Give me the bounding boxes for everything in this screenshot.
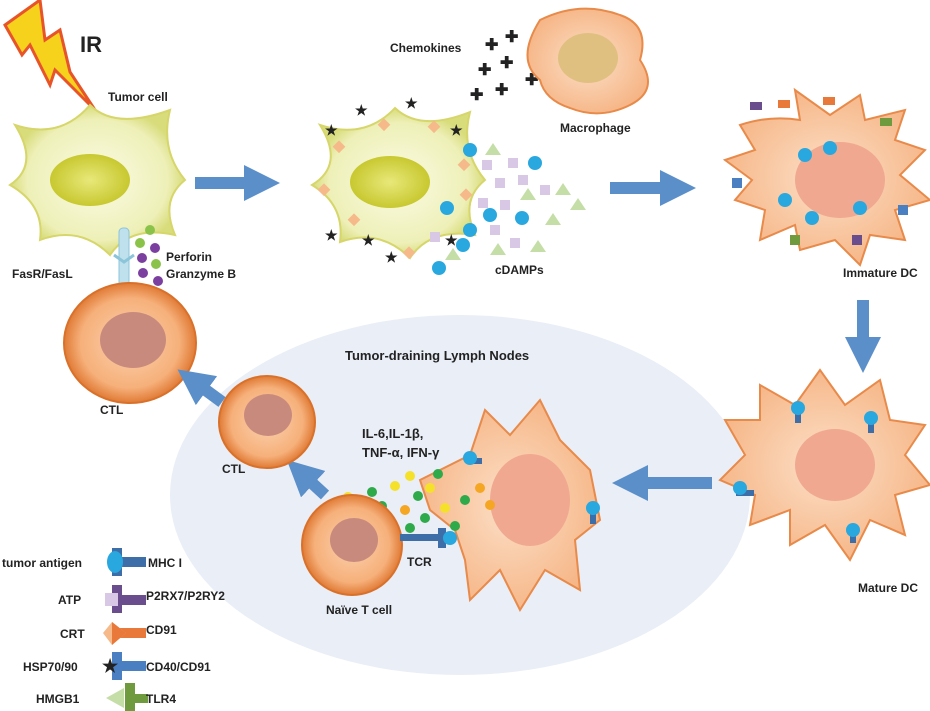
svg-text:★: ★: [445, 232, 458, 248]
lymph-node-dc: [418, 398, 602, 613]
svg-text:ATP: ATP: [58, 593, 81, 607]
svg-text:P2RX7/P2RY2: P2RX7/P2RY2: [146, 589, 225, 603]
svg-text:CD91: CD91: [146, 623, 177, 637]
legend-item-tlr4: HMGB1 TLR4: [36, 683, 176, 711]
chemokines-label: Chemokines: [390, 41, 462, 55]
svg-text:MHC I: MHC I: [148, 556, 182, 570]
ctl-lymph-cell: [218, 375, 316, 469]
arrow-to-ctl-left[interactable]: [177, 369, 226, 407]
cytokine-dots: [343, 469, 495, 533]
naive-t-cell: [301, 494, 403, 596]
perforin-label: Perforin: [166, 250, 212, 264]
hsp-ligands: ★ ★ ★ ★ ★ ★ ★ ★: [325, 95, 463, 265]
svg-text:CRT: CRT: [60, 627, 85, 641]
cytokines-label-line1: IL-6,IL-1β,: [362, 426, 423, 441]
svg-text:✚: ✚: [470, 87, 483, 104]
cdamps-label: cDAMPs: [495, 263, 544, 277]
tumor-cell-label: Tumor cell: [108, 90, 168, 104]
svg-text:✚: ✚: [505, 29, 518, 46]
svg-text:★: ★: [362, 232, 375, 248]
legend-item-p2rx7: ATP P2RX7/P2RY2: [58, 585, 225, 613]
svg-text:✚: ✚: [495, 82, 508, 99]
legend-item-cd40: HSP70/90 ★ CD40/CD91: [23, 652, 211, 680]
arrow-to-ctl-lymph[interactable]: [286, 459, 330, 500]
tcr-label: TCR: [407, 555, 432, 569]
ctl-cell: [63, 282, 197, 404]
svg-text:★: ★: [450, 122, 463, 138]
tcr-mhc-complex: [400, 528, 457, 548]
svg-text:HMGB1: HMGB1: [36, 692, 80, 706]
ctl-label-left: CTL: [100, 403, 123, 417]
legend: tumor antigen MHC I ATP P2RX7/P2RY2 CRT …: [2, 548, 225, 711]
svg-text:✚: ✚: [485, 37, 498, 54]
ctl-label-lymph: CTL: [222, 462, 245, 476]
macrophage-cell: [526, 7, 649, 115]
immature-dc: [722, 87, 930, 267]
svg-text:✚: ✚: [500, 55, 513, 72]
svg-text:HSP70/90: HSP70/90: [23, 660, 78, 674]
svg-text:CD40/CD91: CD40/CD91: [146, 660, 211, 674]
svg-text:tumor antigen: tumor antigen: [2, 556, 82, 570]
lymph-nodes-label: Tumor-draining Lymph Nodes: [345, 348, 529, 363]
ir-label: IR: [80, 32, 102, 57]
naive-t-cell-label: Naïve T cell: [326, 603, 392, 617]
immature-dc-label: Immature DC: [843, 266, 918, 280]
crt-ligands: [317, 118, 473, 260]
atp-ligands: [430, 158, 550, 248]
svg-text:★: ★: [325, 227, 338, 243]
cytokines-label-line2: TNF-α, IFN-γ: [362, 445, 440, 460]
hmgb1-ligands: [445, 143, 586, 260]
svg-text:TLR4: TLR4: [146, 692, 176, 706]
chemokine-crosses: ✚✚ ✚✚ ✚✚ ✚: [470, 29, 538, 104]
legend-item-mhc-i: tumor antigen MHC I: [2, 548, 182, 576]
fasr-fasl-label: FasR/FasL: [12, 267, 73, 281]
svg-text:★: ★: [385, 249, 398, 265]
svg-text:★: ★: [325, 122, 338, 138]
legend-item-cd91: CRT CD91: [60, 622, 177, 645]
tumor-cell: [8, 103, 187, 257]
svg-text:★: ★: [405, 95, 418, 111]
svg-text:✚: ✚: [478, 62, 491, 79]
macrophage-label: Macrophage: [560, 121, 631, 135]
svg-text:★: ★: [102, 656, 119, 676]
svg-text:★: ★: [355, 102, 368, 118]
mature-dc-label: Mature DC: [858, 581, 918, 595]
mature-dc: [718, 368, 930, 562]
tumor-antigens: [432, 143, 542, 275]
granzyme-label: Granzyme B: [166, 267, 236, 281]
